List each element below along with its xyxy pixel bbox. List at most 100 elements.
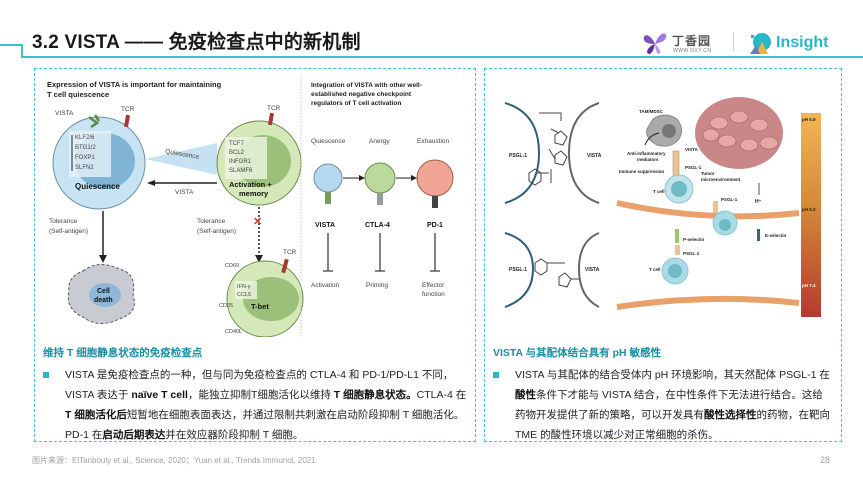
anti-inflammatory-label: mediators [637,157,659,162]
anti-inflammatory-label: Anti-inflammatory [627,151,666,156]
cell-death-label: death [94,297,113,304]
left-bullet: VISTA 是免疫检查点的一种，但与同为免疫检查点的 CTLA-4 和 PD-1… [43,365,467,445]
gene-label: SLAMF6 [229,168,253,174]
cytokine-label: CCL5 [237,292,251,298]
header-accent-line [0,44,22,46]
p-selectin-icon [675,229,679,243]
integration-heading: Integration of VISTA with other well- [311,82,422,89]
page-title: 3.2 VISTA —— 免疫检查点中的新机制 [32,32,361,53]
vista-arrow-label: VISTA [175,189,194,196]
gene-box [69,131,111,177]
gene-label: KLF2/6 [75,135,95,141]
e-selectin-label: E-selectin [765,233,787,238]
integration-heading: established negative checkpoint [311,91,412,98]
e-selectin-icon [757,229,760,241]
psgl1-label: PSGL-1 [721,197,738,202]
t-cell-label: T cell [649,267,661,272]
h-plus-label: H⁺ [755,199,762,205]
tcr-receptor-icon [281,258,289,274]
ph-label: pH 6.3 [802,207,816,212]
effect-label: Activation [311,282,340,289]
tolerance-label: (Self-antigen) [197,228,236,235]
ph-gradient-bar [801,113,821,317]
right-caption-title: VISTA 与其配体结合具有 pH 敏感性 [493,347,661,359]
effect-label: Effector [422,282,445,289]
tumor-cluster [695,97,783,169]
vessel-wall [616,295,800,310]
checkpoint-label: VISTA [315,222,335,229]
gene-label: SLFN2 [75,165,94,171]
cytokine-label: IFN-γ [237,284,251,290]
right-bullet: VISTA 与其配体的结合受体内 pH 环境影响，其天然配体 PSGL-1 在酸… [493,365,833,445]
figure-heading: Expression of VISTA is important for mai… [47,80,222,89]
t-cell-label: T cell [653,189,665,194]
ph-label: pH 7.4 [802,283,816,288]
page-number: 28 [820,455,831,465]
left-bullet-text: VISTA 是免疫检查点的一种，但与同为免疫检查点的 CTLA-4 和 PD-1… [65,369,467,441]
bullet-icon [493,372,499,378]
header-accent-line [21,44,23,57]
insight-logo-text: Insight [776,34,829,51]
butterfly-icon [643,33,667,54]
psgl1-label: PSGL-1 [509,153,527,159]
gene-label: BCL2 [229,150,245,156]
vista-label: VISTA [685,147,699,152]
insight-logo-icon [750,33,771,54]
psgl1-bracket [504,232,535,308]
left-panel: Expression of VISTA is important for mai… [34,68,476,442]
gene-label: BTG1/2 [75,145,96,151]
cd40l-label: CD40L [225,329,242,335]
checkpoint-label: PD-1 [427,222,443,229]
anergy-cell [364,162,396,194]
gene-box [225,137,267,179]
vista-label: VISTA [55,110,74,117]
vessel-wall [616,200,800,220]
effect-label: function [422,291,445,298]
vista-ph-figure: PSGL-1 VISTA TAM/MDSC Anti-inflammatory … [504,97,821,317]
integration-heading: regulators of T cell activation [311,100,401,107]
bullet-icon [43,372,49,378]
tumor-label: microenvironment [701,177,741,182]
state-label: Anergy [369,138,390,145]
dxy-logo-text: 丁香园 [672,34,712,48]
gene-label: TCF7 [229,141,245,147]
ph-label: pH 5.9 [802,117,816,122]
quiescence-cell [313,163,343,193]
tolerance-label: Tolerance [49,218,78,225]
vista-label: VISTA [587,153,602,159]
vista-bracket [567,102,600,204]
effect-label: Priming [366,282,388,289]
psgl1-label: PSGL-1 [509,267,527,273]
tbet-label: T-bet [251,302,269,311]
p-selectin-label: P-selectin [683,237,705,242]
figure-heading: T cell quiescence [47,90,109,99]
left-caption-title: 维持 T 细胞静息状态的免疫检查点 [43,347,203,359]
psgl1-label: PSGL-1 [685,165,702,170]
cd25-label: CD25 [219,303,233,309]
exhaustion-cell [416,159,454,197]
logo-divider [733,33,734,51]
quiescence-cone [145,143,217,175]
insight-logo: Insight [748,30,828,56]
vista-bracket [577,232,600,308]
state-label: Exhaustion [417,138,450,145]
immune-suppression-label: Immune suppression [619,169,665,174]
tam-label: TAM/MDSC [639,109,664,114]
right-panel: PSGL-1 VISTA TAM/MDSC Anti-inflammatory … [484,68,842,442]
state-label: Quiescence [311,138,346,145]
vista-label: VISTA [585,267,600,273]
tcr-label: TCR [283,249,297,256]
tcr-receptor-icon [123,114,131,128]
gene-label: FOXP1 [75,155,95,161]
activation-label: Activation + [229,180,272,189]
vista-quiescence-figure: Expression of VISTA is important for mai… [47,77,454,337]
image-source: 图片来源：ElTanbouly et al., Science, 2020；Yu… [32,456,316,465]
psgl1-bracket [504,102,541,204]
cell-death-label: Cell [97,288,110,295]
tolerance-label: Tolerance [197,218,226,225]
dxy-logo-url: WWW.DXY.CN [673,48,712,54]
psgl1-label: PSGL-1 [683,251,700,256]
cd69-label: CD69 [225,263,239,269]
block-x-icon: ✕ [253,216,262,228]
checkpoint-label: CTLA-4 [365,222,390,229]
